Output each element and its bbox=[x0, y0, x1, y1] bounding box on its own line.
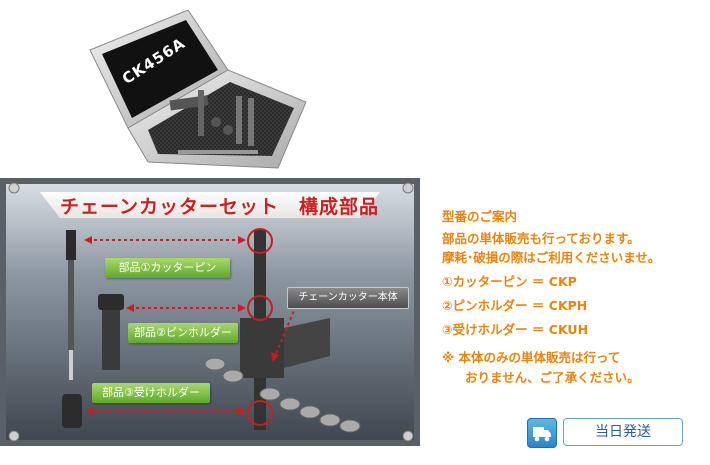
part2-label: 部品②ピンホルダー bbox=[128, 323, 238, 343]
truck-icon[interactable] bbox=[527, 418, 557, 448]
board-title: チェーンカッターセット 構成部品 bbox=[60, 196, 380, 218]
part3-label: 部品③受けホルダー bbox=[92, 383, 210, 403]
part1-label: 部品①カッターピン bbox=[105, 258, 230, 278]
note-line-2: おりません、ご了承ください。 bbox=[465, 370, 640, 385]
note-line-1: ※ 本体のみの単体販売は行って bbox=[442, 350, 621, 365]
parts-board bbox=[0, 178, 420, 446]
body-label: チェーンカッター本体 bbox=[287, 287, 409, 309]
model-receiving-holder: ③受けホルダー ＝ CKUH bbox=[442, 322, 589, 337]
info-heading: 型番のご案内 bbox=[442, 209, 518, 224]
same-day-shipping-button[interactable]: 当日発送 bbox=[563, 418, 683, 446]
info-line-1: 部品の単体販売も行っております。 bbox=[442, 231, 640, 246]
info-line-2: 摩耗･破損の際はご利用くださいませ。 bbox=[442, 250, 661, 265]
product-case-photo bbox=[89, 10, 307, 169]
model-pin-holder: ②ピンホルダー ＝ CKPH bbox=[442, 298, 588, 313]
model-cutter-pin: ①カッターピン ＝ CKP bbox=[442, 274, 577, 289]
